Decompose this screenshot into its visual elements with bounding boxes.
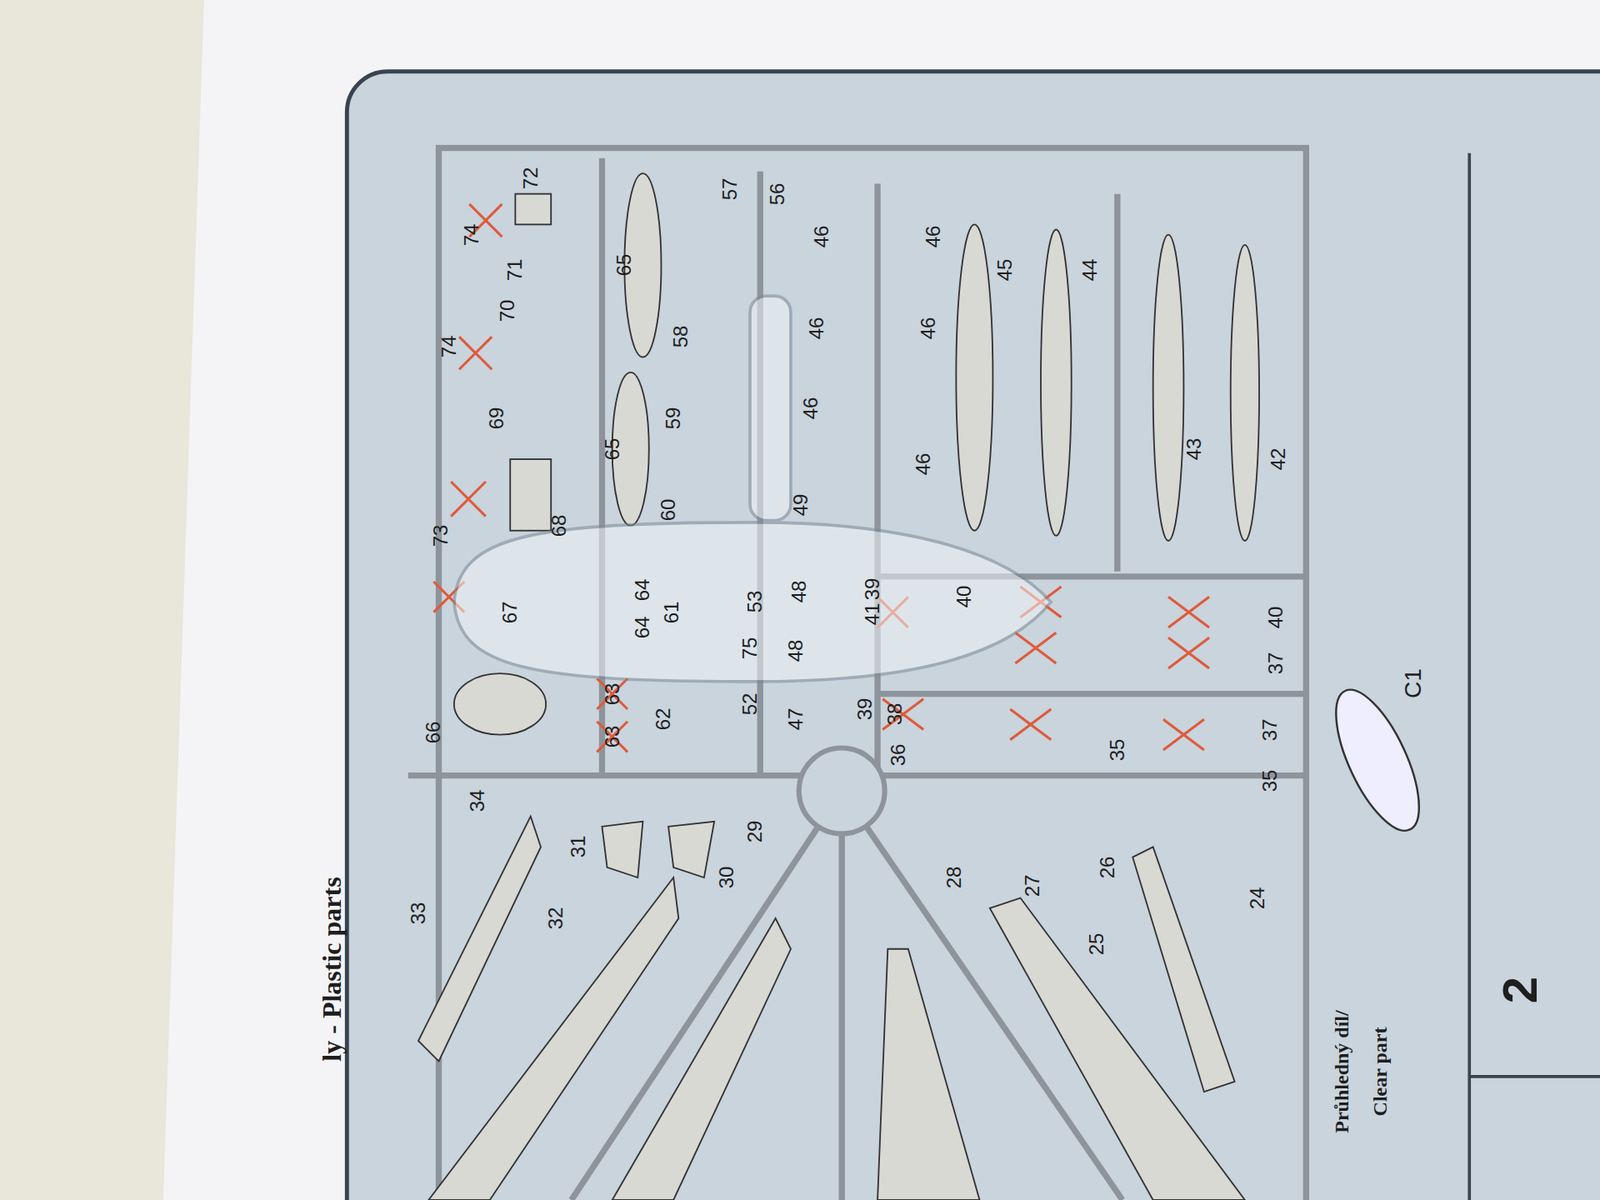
callout-number: 58 — [670, 325, 691, 349]
callout-number: 46 — [923, 225, 944, 249]
callout-number: 52 — [740, 693, 760, 716]
callout-number: 27 — [1022, 874, 1043, 897]
callout-number: 42 — [1268, 448, 1289, 471]
callout-number: 37 — [1265, 652, 1286, 675]
callout-number: 56 — [767, 182, 788, 205]
callout-number: 64 — [632, 578, 653, 601]
callout-number: 45 — [995, 259, 1015, 282]
callout-number: 69 — [486, 407, 507, 430]
sheet-title: ly - Plastic parts — [318, 877, 345, 1062]
callout-number: 39 — [855, 698, 875, 721]
callout-number: 73 — [430, 524, 451, 547]
callout-number: 46 — [806, 317, 827, 340]
callout-number: 70 — [497, 300, 518, 323]
callout-number: 47 — [785, 708, 806, 731]
callout-number: 46 — [918, 317, 939, 340]
callout-number: 2 — [1495, 976, 1545, 1004]
callout-number: 28 — [944, 866, 965, 890]
callout-number: 74 — [439, 335, 460, 359]
callout-number: 43 — [1184, 437, 1205, 460]
callout-number: 48 — [789, 580, 810, 604]
callout-number: 35 — [1107, 739, 1128, 762]
callout-number: 74 — [461, 223, 482, 246]
callout-number: 32 — [545, 907, 566, 930]
callout-number: 33 — [408, 902, 429, 925]
callout-number: 65 — [614, 254, 635, 277]
callout-number: 65 — [602, 437, 623, 460]
callout-number: 63 — [602, 725, 623, 749]
callout-number: 49 — [790, 494, 811, 517]
callout-number: 30 — [716, 866, 737, 890]
callout-number: 46 — [800, 396, 821, 420]
callout-number: 46 — [811, 225, 832, 249]
callout-number: 38 — [885, 703, 905, 726]
callout-number: 37 — [1260, 718, 1280, 741]
callout-number: 34 — [467, 790, 488, 813]
callout-number: 75 — [740, 636, 760, 660]
callout-number: 29 — [745, 820, 765, 844]
callout-number: 57 — [720, 177, 740, 200]
callout-number: 66 — [423, 721, 444, 745]
callout-number: 67 — [500, 600, 520, 624]
callout-number: 48 — [785, 640, 806, 663]
callout-number: C1 — [1401, 669, 1425, 700]
callout-number: 46 — [913, 453, 934, 476]
callout-number: 72 — [520, 167, 541, 190]
callout-number: 53 — [745, 590, 765, 614]
callout-number: Průhledný díl/ — [1331, 1010, 1352, 1133]
callout-number: Clear part — [1370, 1026, 1390, 1116]
callout-number: 39 — [862, 577, 883, 600]
callout-number: 40 — [1265, 605, 1286, 629]
callout-number: 44 — [1080, 259, 1100, 282]
callout-number: 68 — [549, 514, 570, 537]
callout-number: 62 — [653, 708, 674, 731]
callout-number: 64 — [632, 616, 653, 640]
callout-number: 40 — [954, 585, 975, 609]
callout-number: 24 — [1247, 886, 1268, 910]
callout-number: 26 — [1097, 855, 1118, 879]
callout-number: 25 — [1086, 932, 1107, 955]
callout-number: 59 — [663, 407, 684, 430]
callout-number: 41 — [862, 603, 883, 626]
callout-number: 60 — [658, 499, 679, 522]
callout-number: 35 — [1260, 769, 1280, 792]
callout-number: 63 — [602, 682, 623, 705]
callout-number: 36 — [888, 744, 909, 767]
callout-number: 31 — [568, 835, 589, 859]
callout-number: 71 — [505, 259, 525, 282]
callout-number: 61 — [661, 600, 682, 624]
